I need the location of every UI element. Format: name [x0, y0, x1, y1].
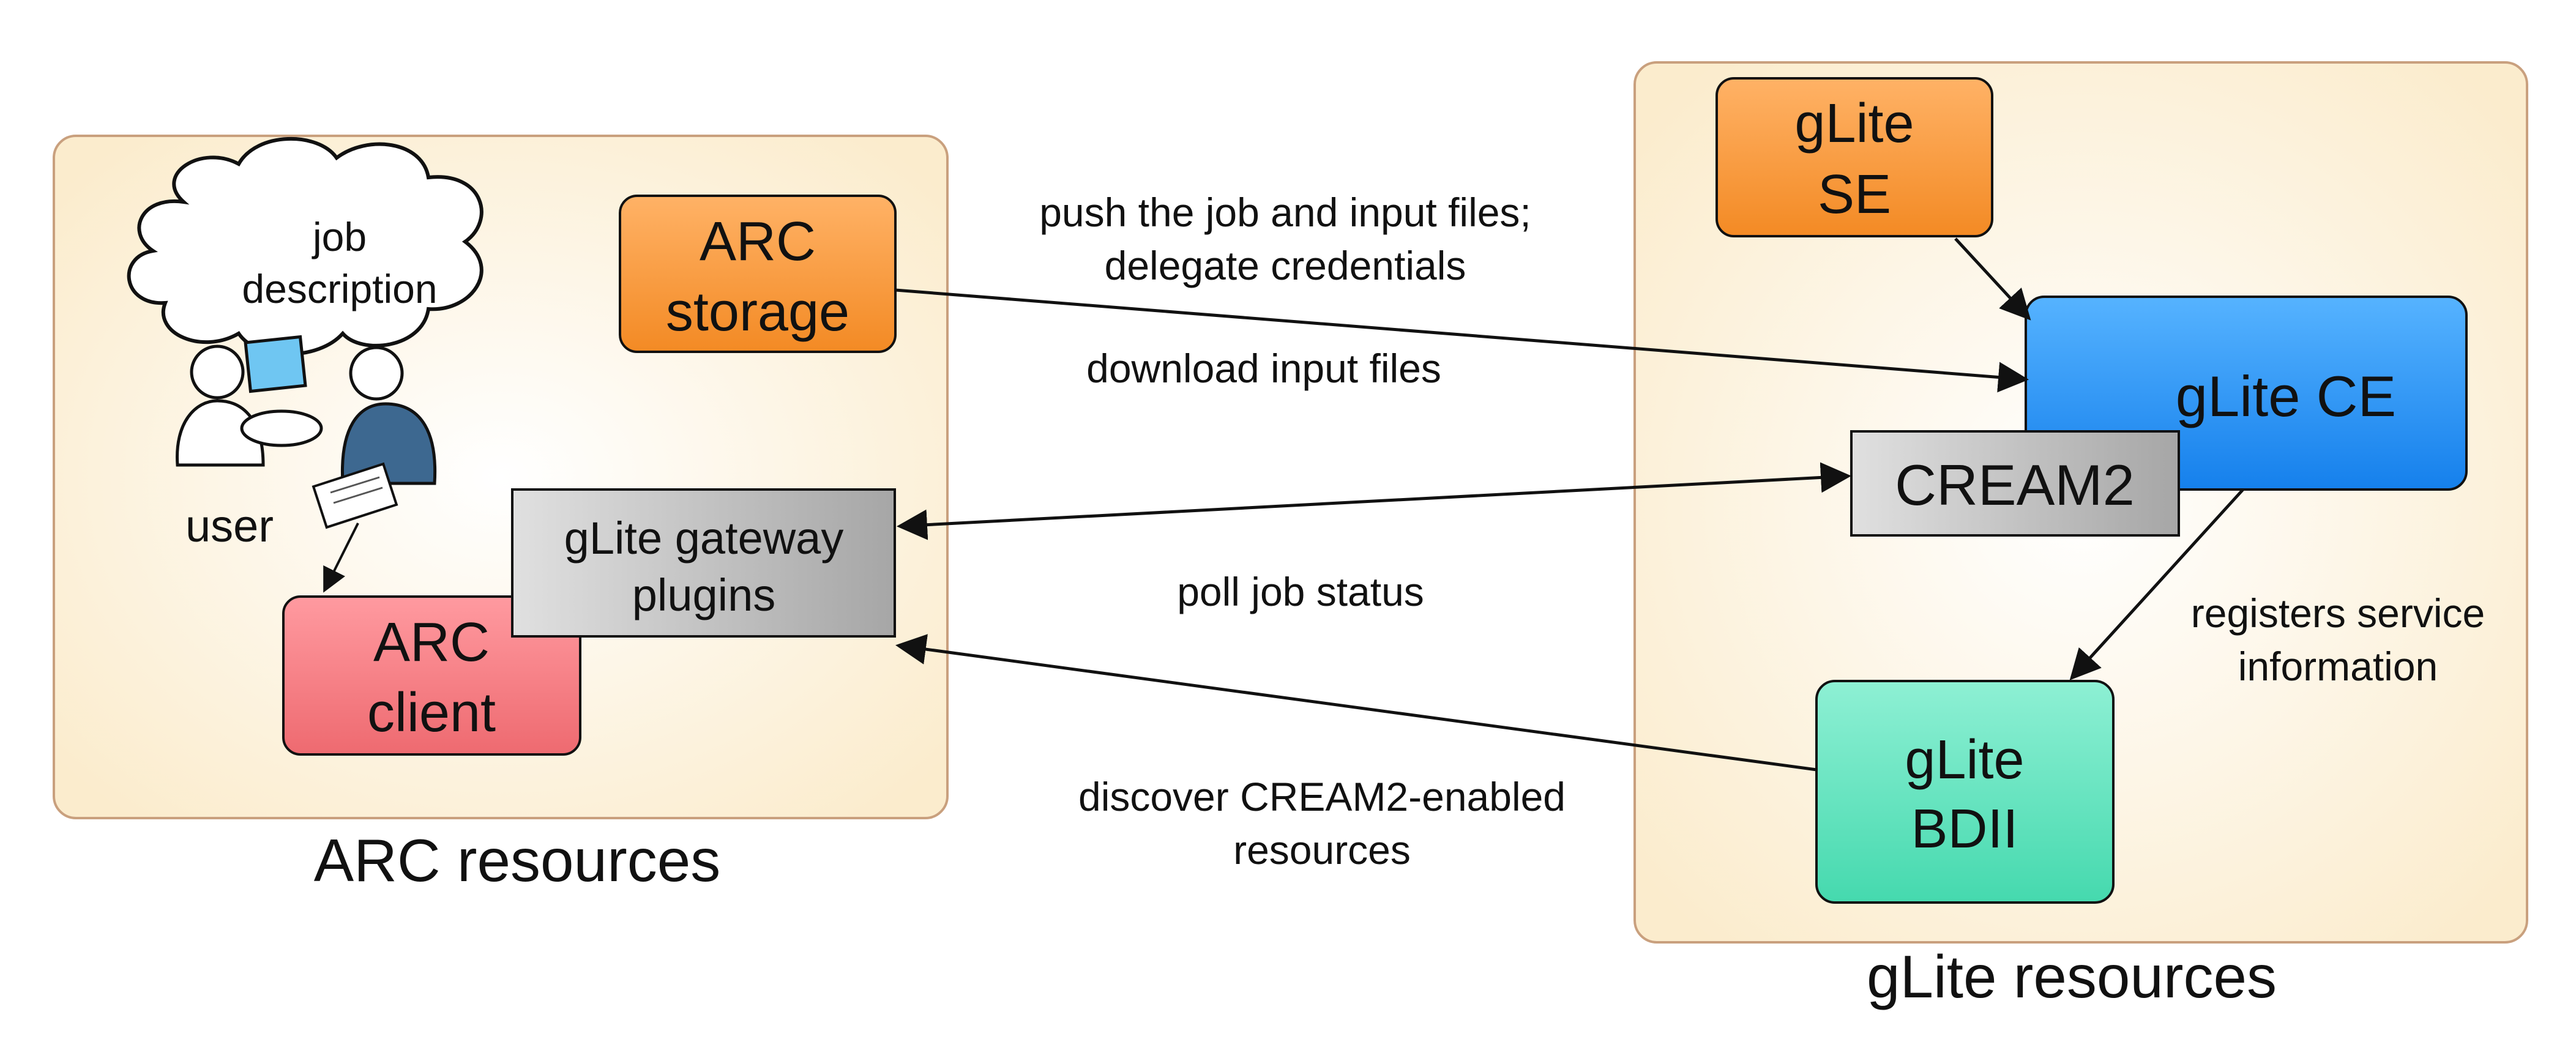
gateway-cream2-arrow: [897, 462, 1851, 540]
push-job-label-line1: push the job and input files;: [1039, 190, 1531, 235]
job-description-line1: job: [312, 214, 367, 259]
laptop-base: [240, 409, 323, 447]
glite-gateway-plugins-node: gLite gateway plugins: [511, 488, 896, 638]
ce-to-bdii-arrow: [2069, 488, 2244, 680]
gateway-line2: plugins: [632, 570, 776, 620]
paper-line: [333, 486, 383, 504]
glite-bdii-line2: BDII: [1911, 799, 2018, 860]
arc-storage-node: ARC storage: [619, 195, 897, 353]
job-description-line2: description: [242, 266, 437, 311]
storage-to-ce-arrow: [895, 288, 2029, 393]
user-body-right: [340, 402, 437, 485]
registers-label-line2: information: [2238, 644, 2438, 689]
glite-se-line1: gLite: [1794, 93, 1914, 154]
glite-se-box: [1715, 77, 1993, 237]
glite-bdii-line1: gLite: [1905, 729, 2024, 791]
arc-client-line2: client: [367, 682, 496, 743]
glite-bdii-box: [1815, 680, 2115, 904]
glite-bdii-node: gLite BDII: [1815, 680, 2115, 904]
discover-label-line1: discover CREAM2-enabled: [1078, 774, 1566, 819]
user-label: user: [185, 501, 274, 551]
arc-storage-line2: storage: [666, 281, 849, 343]
se-to-ce-arrow: [1954, 237, 2031, 321]
arc-storage-box: [619, 195, 897, 353]
glite-se-line2: SE: [1818, 164, 1891, 225]
arc-storage-line1: ARC: [700, 211, 816, 272]
glite-se-node: gLite SE: [1715, 77, 1993, 237]
glite-ce-label: gLite CE: [2176, 364, 2397, 428]
user-to-client-arrow: [323, 523, 359, 593]
glite-resources-caption: gLite resources: [1867, 943, 2277, 1010]
download-input-label: download input files: [1086, 346, 1441, 391]
bdii-to-gateway-arrow: [895, 634, 1817, 772]
cream2-box: [1850, 430, 2180, 537]
gateway-line1: gLite gateway: [564, 513, 844, 564]
paper-line: [330, 476, 380, 494]
push-job-label-line2: delegate credentials: [1105, 243, 1466, 288]
cream2-node: CREAM2: [1850, 430, 2180, 537]
user-icon: [176, 335, 437, 529]
cloud-shape: [127, 136, 483, 356]
glite-gateway-plugins-box: [511, 488, 896, 638]
arc-resources-caption: ARC resources: [314, 827, 720, 894]
arc-client-line1: ARC: [373, 612, 490, 673]
user-head-right: [349, 346, 404, 401]
registers-label-line1: registers service: [2191, 590, 2485, 636]
poll-status-label: poll job status: [1177, 569, 1424, 614]
arc-client-box: [282, 595, 581, 756]
arc-client-node: ARC client: [282, 595, 581, 756]
job-description-cloud: job description: [127, 136, 483, 356]
cream2-label: CREAM2: [1895, 453, 2135, 517]
discover-label-line2: resources: [1233, 827, 1411, 873]
laptop-screen: [244, 335, 307, 393]
user-head-left: [190, 344, 245, 400]
